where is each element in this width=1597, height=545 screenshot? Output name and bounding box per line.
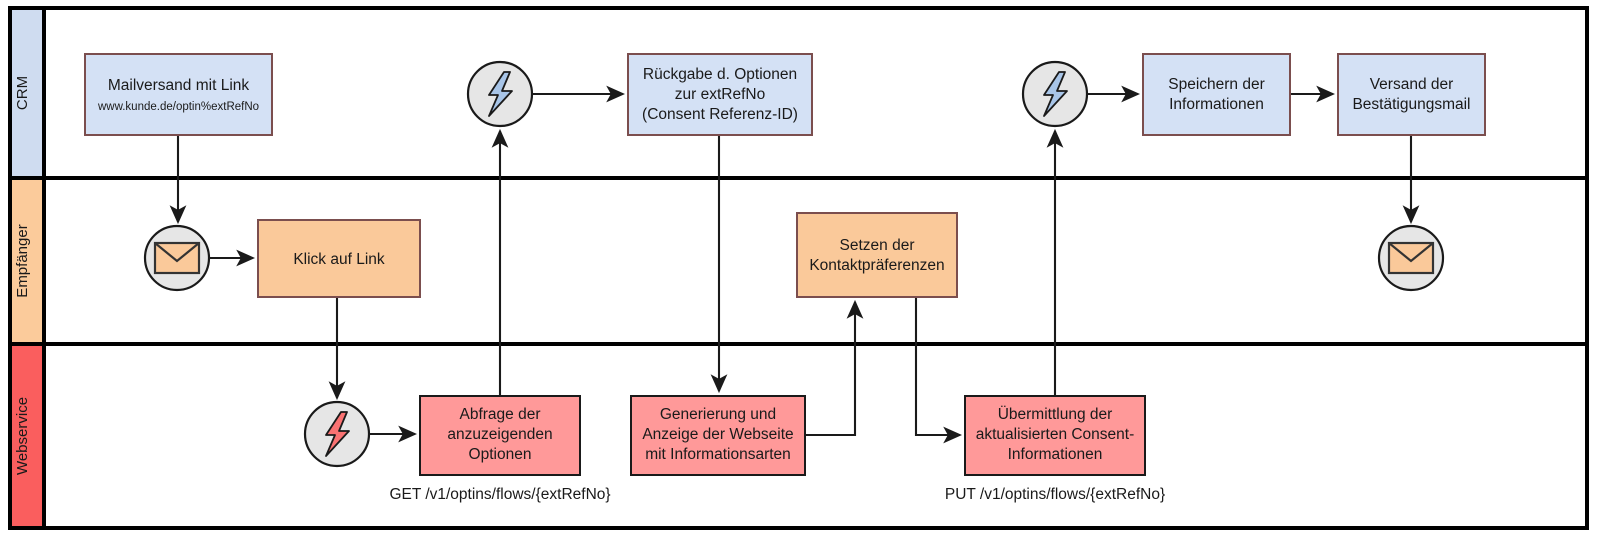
node-klick[interactable]: Klick auf Link [257, 219, 421, 298]
node-setzen-line-2: Kontaktpräferenzen [809, 257, 944, 274]
node-rueckgabe[interactable]: Rückgabe d. Optionen zur extRefNo (Conse… [627, 53, 813, 136]
connector-setzen-to-uebermittlung [914, 297, 963, 444]
node-klick-label: Klick auf Link [293, 251, 385, 268]
connectors [169, 85, 1420, 444]
edge-label-put: PUT /v1/optins/flows/{extRefNo} [945, 486, 1165, 503]
node-generierung-line-1: Generierung und [660, 406, 776, 423]
lane-label-webservice: Webservice [14, 397, 31, 475]
node-rueckgabe-line-1: Rückgabe d. Optionen [643, 66, 797, 83]
node-versand-line-2: Bestätigungsmail [1352, 96, 1470, 113]
node-uebermittlung-line-3: Informationen [1008, 446, 1103, 463]
node-uebermittlung-line-1: Übermittlung der [998, 405, 1113, 423]
node-mail-confirm[interactable] [1377, 224, 1445, 292]
node-versand[interactable]: Versand der Bestätigungsmail [1337, 53, 1486, 136]
lane-label-empfaenger: Empfänger [14, 224, 31, 297]
lane-webservice: Webservice [8, 342, 46, 530]
connector-generierung-to-setzen [805, 299, 864, 437]
node-speichern[interactable]: Speichern der Informationen [1142, 53, 1291, 136]
node-mailversand-url: www.kunde.de/optin%extRefNo [97, 101, 259, 113]
lightning-bolt-icon [1043, 71, 1068, 117]
node-uebermittlung-line-2: aktualisierten Consent- [976, 426, 1135, 443]
node-rueckgabe-line-3: (Consent Referenz-ID) [642, 106, 798, 123]
edge-label-get: GET /v1/optins/flows/{extRefNo} [389, 486, 610, 503]
node-crm-bolt-2[interactable] [1021, 60, 1089, 128]
envelope-icon [1387, 241, 1435, 275]
node-crm-bolt-1[interactable] [466, 60, 534, 128]
lane-empfaenger: Empfänger [8, 176, 46, 346]
node-abfrage-line-2: anzuzeigenden [447, 426, 552, 443]
envelope-icon [153, 241, 201, 275]
node-generierung-line-2: Anzeige der Webseite [642, 426, 793, 443]
node-uebermittlung[interactable]: Übermittlung der aktualisierten Consent-… [964, 395, 1146, 476]
node-abfrage-line-1: Abfrage der [460, 406, 541, 423]
node-rueckgabe-line-2: zur extRefNo [675, 86, 765, 103]
node-speichern-line-1: Speichern der [1168, 76, 1265, 93]
node-generierung[interactable]: Generierung und Anzeige der Webseite mit… [630, 395, 806, 476]
node-generierung-line-3: mit Informationsarten [645, 446, 791, 463]
lane-crm: CRM [8, 6, 46, 180]
node-setzen-line-1: Setzen der [840, 237, 915, 254]
node-ws-bolt[interactable] [303, 400, 371, 468]
node-mail-received[interactable] [143, 224, 211, 292]
lightning-bolt-icon [488, 71, 513, 117]
node-abfrage[interactable]: Abfrage der anzuzeigenden Optionen [419, 395, 581, 476]
node-mailversand[interactable]: Mailversand mit Link www.kunde.de/optin%… [84, 53, 273, 136]
node-mailversand-label: Mailversand mit Link [108, 77, 250, 94]
lane-label-crm: CRM [14, 76, 31, 110]
node-setzen[interactable]: Setzen der Kontaktpräferenzen [796, 212, 958, 298]
node-abfrage-line-3: Optionen [469, 446, 532, 463]
node-versand-line-1: Versand der [1370, 76, 1454, 93]
lightning-bolt-icon [325, 411, 350, 457]
node-speichern-line-2: Informationen [1169, 96, 1264, 113]
